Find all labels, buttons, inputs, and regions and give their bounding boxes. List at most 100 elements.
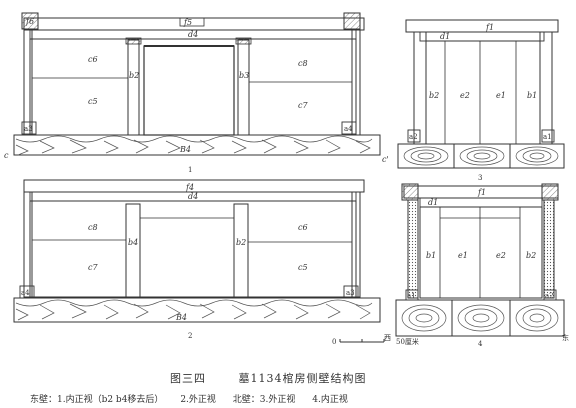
panel-1-beam-tag-label: f5 (183, 18, 192, 27)
panel-4-post-right-label: b2 (526, 251, 536, 260)
scale-bar-zero: 0 (332, 338, 336, 346)
panel-2-post-right-label: b2 (236, 238, 246, 247)
panel-1-plank-ll-label: c5 (88, 97, 98, 106)
panel-2-foot-right-label: a3 (346, 289, 355, 297)
panel-1-plank-ur-label: c8 (298, 59, 308, 68)
panel-4-base-log-3 (509, 299, 565, 337)
panel-4-post-right (543, 199, 555, 299)
panel-1-wall (29, 38, 357, 136)
panel-4-beam-d1 (419, 197, 543, 208)
panel-3-post-left (413, 31, 427, 145)
panel-3-base-log-3 (509, 143, 565, 169)
panel-1-post-left-cap (125, 37, 142, 45)
panel-1-post-left (127, 39, 140, 136)
panel-1-central-opening (143, 45, 235, 136)
panel-1-post-right (237, 39, 250, 136)
panel-1-corner-left (21, 12, 39, 30)
panel-4-base-log-2 (451, 299, 511, 337)
panel-2-plank-lr-label: c5 (298, 263, 308, 272)
panel-4-dir-left: 西 (384, 334, 391, 342)
panel-2-post-left (125, 203, 141, 298)
figure-title-line: 图三四 墓1134棺房侧壁结构图 (170, 370, 576, 386)
panel-2-plank-ur-label: c6 (298, 223, 308, 232)
panel-4-beam-d1-label: d1 (428, 198, 438, 207)
panel-1-plank-lr-label: c7 (298, 101, 308, 110)
panel-3-foot-left (407, 129, 421, 143)
panel-4-dir-right: 东 (562, 333, 569, 342)
figure-number: 图三四 (170, 372, 206, 385)
panel-2-sill (13, 297, 381, 323)
panel-3-base-log-2 (453, 143, 511, 169)
panel-4-caption: 4 (478, 340, 483, 348)
panel-4-plank-1-label: e1 (458, 251, 468, 260)
panel-3-plank-1-label: e2 (460, 91, 470, 100)
panel-1-sill (13, 134, 381, 156)
panel-1-foot-right-label: a4 (344, 125, 353, 133)
panel-2-beam-top-label: f4 (185, 183, 194, 192)
panel-3-beam-d1-label: d1 (440, 32, 450, 41)
panel-3-foot-left-label: a2 (409, 133, 418, 141)
panel-3-beam-d1 (419, 31, 545, 42)
panel-1-beam-d4-label: d4 (188, 30, 198, 39)
panel-2-post-left-label: b4 (128, 238, 138, 247)
panel-1-post-left-label: b2 (129, 71, 139, 80)
panel-2-end-post-left (23, 191, 33, 298)
panel-4-beam-top-label: f1 (477, 188, 486, 197)
panel-1-cut-left: c (4, 151, 9, 160)
figure-legend: 东壁：1.内正视（b2 b4移去后） 2.外正视 北壁：3.外正视 4.内正视 (30, 392, 576, 405)
panel-1-end-post-left (23, 29, 33, 136)
panel-2-caption: 2 (188, 332, 192, 340)
panel-1-caption: 1 (188, 166, 192, 174)
panel-2-plank-ll-label: c7 (88, 263, 98, 272)
panel-1-corner-right (343, 12, 361, 30)
panel-1-post-right-cap (235, 37, 252, 45)
panel-3-post-right-label: b1 (527, 91, 537, 100)
panel-4-foot-left-label: a1 (407, 292, 416, 300)
panel-3-foot-right (541, 129, 555, 143)
panel-2-beam-d4-label: d4 (188, 192, 198, 201)
panel-1-cut-right: c' (382, 155, 389, 164)
panel-2-foot-left-label: a4 (21, 289, 30, 297)
panel-4-post-left (407, 199, 419, 299)
panel-1-beam-tag-box (179, 17, 205, 27)
panel-1-foot-right (341, 121, 357, 135)
panel-3-post-left-label: b2 (429, 91, 439, 100)
panel-2-wall (29, 200, 357, 298)
panel-3-foot-right-label: a1 (543, 133, 552, 141)
panel-3-base-log-1 (397, 143, 455, 169)
panel-3-post-right (539, 31, 553, 145)
panel-3-plank-2-label: e1 (496, 91, 506, 100)
panel-4-north-wall-inner-view: f1 d1 b1 b2 e1 e2 a1 a2 西 东 4 (384, 183, 569, 348)
panel-1-corner-left-label: f6 (25, 17, 34, 26)
panel-2-post-right (233, 203, 249, 298)
panel-1-top-beam (23, 17, 365, 31)
legend-item-east-outer: 2.外正视 (180, 395, 216, 405)
legend-item-north-inner: 4.内正视 (312, 395, 348, 405)
panel-1-sill-label: B4 (179, 145, 191, 154)
panel-3-caption: 3 (478, 174, 482, 182)
legend-item-east-inner: 东壁：1.内正视（b2 b4移去后） (30, 395, 164, 405)
panel-1-foot-left (21, 121, 37, 135)
panel-1-east-wall-inner-view: f5 f6 d4 b2 b3 c6 c5 c8 c7 a3 a4 (4, 12, 389, 174)
panel-4-wall (419, 206, 543, 299)
panel-1-foot-left-label: a3 (24, 125, 33, 133)
figure-title: 墓1134棺房侧壁结构图 (238, 372, 367, 385)
panel-4-corner-right (541, 183, 559, 201)
panel-3-north-wall-outer-view: f1 d1 b2 b1 e2 e1 a2 a1 3 (397, 19, 565, 182)
legend-item-north-outer: 北壁：3.外正视 (232, 395, 296, 405)
panel-4-post-left-label: b1 (426, 251, 436, 260)
panel-3-wall (425, 40, 541, 145)
panel-4-foot-right-label: a2 (545, 292, 554, 300)
scale-bar-label: 50厘米 (396, 337, 419, 346)
scale-bar: 0 50厘米 (332, 337, 419, 346)
panel-2-sill-label: B4 (175, 313, 187, 322)
panel-3-beam-top-label: f1 (485, 23, 494, 32)
panel-3-top-beam (405, 19, 559, 33)
panel-2-end-post-right (351, 191, 361, 298)
panel-4-corner-left (401, 183, 419, 201)
panel-2-east-wall-outer-view: f4 d4 b4 b2 c8 c7 c6 c5 a4 a3 B4 2 (13, 179, 381, 340)
panel-4-base-log-1 (395, 299, 453, 337)
panel-1-post-right-label: b3 (239, 71, 249, 80)
panel-1-plank-ul-label: c6 (88, 55, 98, 64)
